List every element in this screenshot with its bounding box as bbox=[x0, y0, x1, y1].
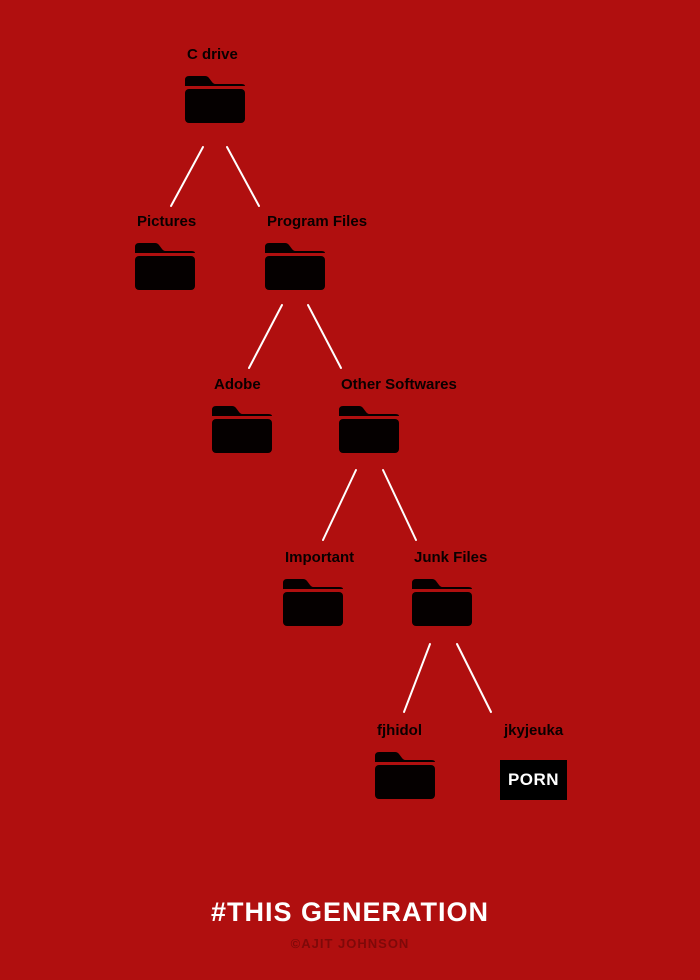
folder-icon bbox=[212, 406, 272, 453]
connector-line bbox=[322, 469, 357, 541]
file-label: jkyjeuka bbox=[504, 722, 564, 739]
connector-line bbox=[382, 469, 417, 541]
tree-node-c-drive: C drive bbox=[183, 45, 247, 125]
folder-icon bbox=[185, 76, 245, 123]
connector-line bbox=[170, 146, 204, 207]
folder-icon bbox=[412, 579, 472, 626]
poster-title: #THIS GENERATION bbox=[210, 897, 490, 927]
connector-line bbox=[456, 643, 492, 713]
connector-line bbox=[248, 304, 283, 369]
folder-label: Program Files bbox=[267, 213, 368, 230]
tree-node-program-files: Program Files bbox=[263, 212, 367, 292]
folder-label: Important bbox=[285, 549, 355, 566]
folder-label: Pictures bbox=[137, 213, 197, 230]
tree-node-adobe: Adobe bbox=[210, 375, 274, 455]
folder-label: Junk Files bbox=[414, 549, 488, 566]
folder-icon bbox=[339, 406, 399, 453]
connector-line bbox=[403, 643, 431, 713]
folder-label: Adobe bbox=[214, 376, 261, 393]
folder-icon bbox=[283, 579, 343, 626]
file-box-text: PORN bbox=[507, 770, 560, 789]
tree-node-important: Important bbox=[281, 548, 354, 628]
porn-file-box: PORN bbox=[500, 760, 567, 800]
folder-label: C drive bbox=[187, 46, 238, 63]
connector-line bbox=[226, 146, 260, 207]
folder-label: fjhidol bbox=[377, 722, 422, 739]
tree-node-other-softwares: Other Softwares bbox=[337, 375, 457, 455]
folder-label: Other Softwares bbox=[341, 376, 457, 393]
tree-node-fjhidol: fjhidol bbox=[373, 721, 437, 801]
folder-icon bbox=[375, 752, 435, 799]
tree-node-jkyjeuka: jkyjeuka PORN bbox=[500, 721, 567, 800]
connector-line bbox=[307, 304, 342, 369]
tree-node-junk-files: Junk Files bbox=[410, 548, 487, 628]
folder-icon bbox=[135, 243, 195, 290]
folder-icon bbox=[265, 243, 325, 290]
tree-node-pictures: Pictures bbox=[133, 212, 197, 292]
poster-credit: ©AJIT JOHNSON bbox=[290, 936, 410, 951]
